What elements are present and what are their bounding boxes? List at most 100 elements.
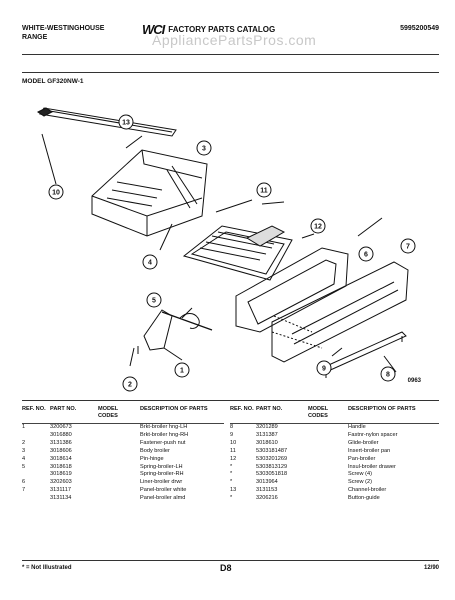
cell-desc: Spring-broiler-RH xyxy=(140,471,184,478)
cell-part: 3131386 xyxy=(50,439,72,446)
parts-row: 3016880 Brkt-broiler hng-RH xyxy=(22,432,224,440)
watermark: AppliancePartsPros.com xyxy=(152,32,317,48)
cell-model xyxy=(308,456,348,464)
exploded-diagram: 13 3 10 11 12 6 7 4 5 1 2 9 8 xyxy=(37,107,416,392)
cell-model xyxy=(98,495,140,503)
col-model: MODEL CODES xyxy=(308,406,348,424)
cell-model xyxy=(98,456,140,464)
cell-model xyxy=(98,440,140,448)
cell-model xyxy=(308,464,348,472)
cell-desc: Insert-broiler pan xyxy=(348,447,391,454)
callout-1: 1 xyxy=(180,368,184,375)
parts-table-left: REF. NO. PART NO. MODEL CODES DESCRIPTIO… xyxy=(22,406,224,503)
cell-desc: Screw (4) xyxy=(348,471,372,478)
cell-ref: 5 xyxy=(22,463,26,470)
cell-ref: 4 xyxy=(22,455,26,462)
col-ref: REF. NO. xyxy=(230,406,256,424)
cell-part: 3200673 xyxy=(50,424,72,430)
col-desc: DESCRIPTION OF PARTS xyxy=(140,406,224,424)
cell-desc: Channel-broiler xyxy=(348,487,387,494)
parts-row: * 5303051818 Screw (4) xyxy=(230,471,439,479)
cell-ref: 6 xyxy=(22,479,26,486)
cell-model xyxy=(98,471,140,479)
cell-part: 3016880 xyxy=(50,431,72,438)
cell-desc: Brkt-broiler hng-LH xyxy=(140,424,188,430)
parts-row: 12 5303201269 Pan-broiler xyxy=(230,456,439,464)
cell-part: 3131117 xyxy=(50,487,71,494)
cell-desc: Insul-broiler drawer xyxy=(348,463,396,470)
model-label: MODEL GF320NW-1 xyxy=(22,78,84,85)
cell-model xyxy=(308,479,348,487)
callout-4: 4 xyxy=(148,260,152,267)
cell-ref xyxy=(22,471,50,479)
parts-catalog-page: WHITE-WESTINGHOUSE RANGE WCI FACTORY PAR… xyxy=(22,20,439,580)
cell-ref: 7 xyxy=(22,487,26,494)
cell-part: 3131134 xyxy=(50,495,72,502)
callout-6: 6 xyxy=(364,252,368,259)
cell-desc: Pan-broiler xyxy=(348,455,376,462)
cell-ref: 12 xyxy=(230,455,237,462)
cell-ref: 2 xyxy=(22,439,26,446)
parts-row: 7 3131117 Panel-broiler white xyxy=(22,487,224,495)
callout-10: 10 xyxy=(52,190,60,197)
parts-row: 3131134 Panel-broiler almd xyxy=(22,495,224,503)
cell-model xyxy=(98,424,140,432)
cell-part: 3131153 xyxy=(256,487,278,494)
wci-logo: WCI xyxy=(142,22,165,37)
callout-2: 2 xyxy=(128,382,132,389)
cell-model xyxy=(98,479,140,487)
cell-ref: 3 xyxy=(22,447,26,454)
cell-ref: 8 xyxy=(230,424,234,430)
cell-part: 5303201269 xyxy=(256,455,288,462)
callout-7: 7 xyxy=(406,244,410,251)
cell-desc: Handle xyxy=(348,424,366,430)
catalog-title-block: WCI FACTORY PARTS CATALOG xyxy=(142,22,275,37)
callout-12: 12 xyxy=(314,224,322,231)
cell-desc: Glide-broiler xyxy=(348,439,379,446)
catalog-title: FACTORY PARTS CATALOG xyxy=(168,25,276,34)
cell-part: 3018606 xyxy=(50,447,72,454)
cell-model xyxy=(98,464,140,472)
col-part: PART NO. xyxy=(256,406,308,424)
cell-part: 5303813129 xyxy=(256,463,288,470)
brand-name: WHITE-WESTINGHOUSE xyxy=(22,25,105,32)
cell-desc: Brkt-broiler hng-RH xyxy=(140,431,189,438)
cell-model xyxy=(308,432,348,440)
cell-desc: Panel-broiler white xyxy=(140,487,187,494)
table-rule xyxy=(22,400,439,401)
catalog-number: 5995200549 xyxy=(400,25,439,32)
cell-model xyxy=(98,448,140,456)
cell-part: 5303051818 xyxy=(256,471,288,478)
product-type: RANGE xyxy=(22,34,48,41)
cell-part: 3201289 xyxy=(256,424,278,430)
cell-ref: 13 xyxy=(230,487,237,494)
col-model: MODEL CODES xyxy=(98,406,140,424)
cell-part: 3018618 xyxy=(50,463,72,470)
revision-date: 12/90 xyxy=(423,565,439,571)
cell-ref: * xyxy=(230,471,233,478)
page-number: D8 xyxy=(220,563,232,573)
footer-rule xyxy=(22,560,439,561)
cell-part: 5303181487 xyxy=(256,447,288,454)
cell-ref: * xyxy=(230,495,233,502)
col-part: PART NO. xyxy=(50,406,98,424)
callout-5: 5 xyxy=(152,298,156,305)
diagram-code: 0963 xyxy=(407,378,421,384)
callout-9: 9 xyxy=(322,366,326,373)
cell-model xyxy=(308,487,348,495)
parts-row: 13 3131153 Channel-broiler xyxy=(230,487,439,495)
cell-desc: Fastnr-nylon spacer xyxy=(348,431,398,438)
cell-desc: Pin-hinge xyxy=(140,455,164,462)
cell-desc: Panel-broiler almd xyxy=(140,495,186,502)
cell-model xyxy=(308,495,348,503)
cell-part: 3018610 xyxy=(256,439,278,446)
